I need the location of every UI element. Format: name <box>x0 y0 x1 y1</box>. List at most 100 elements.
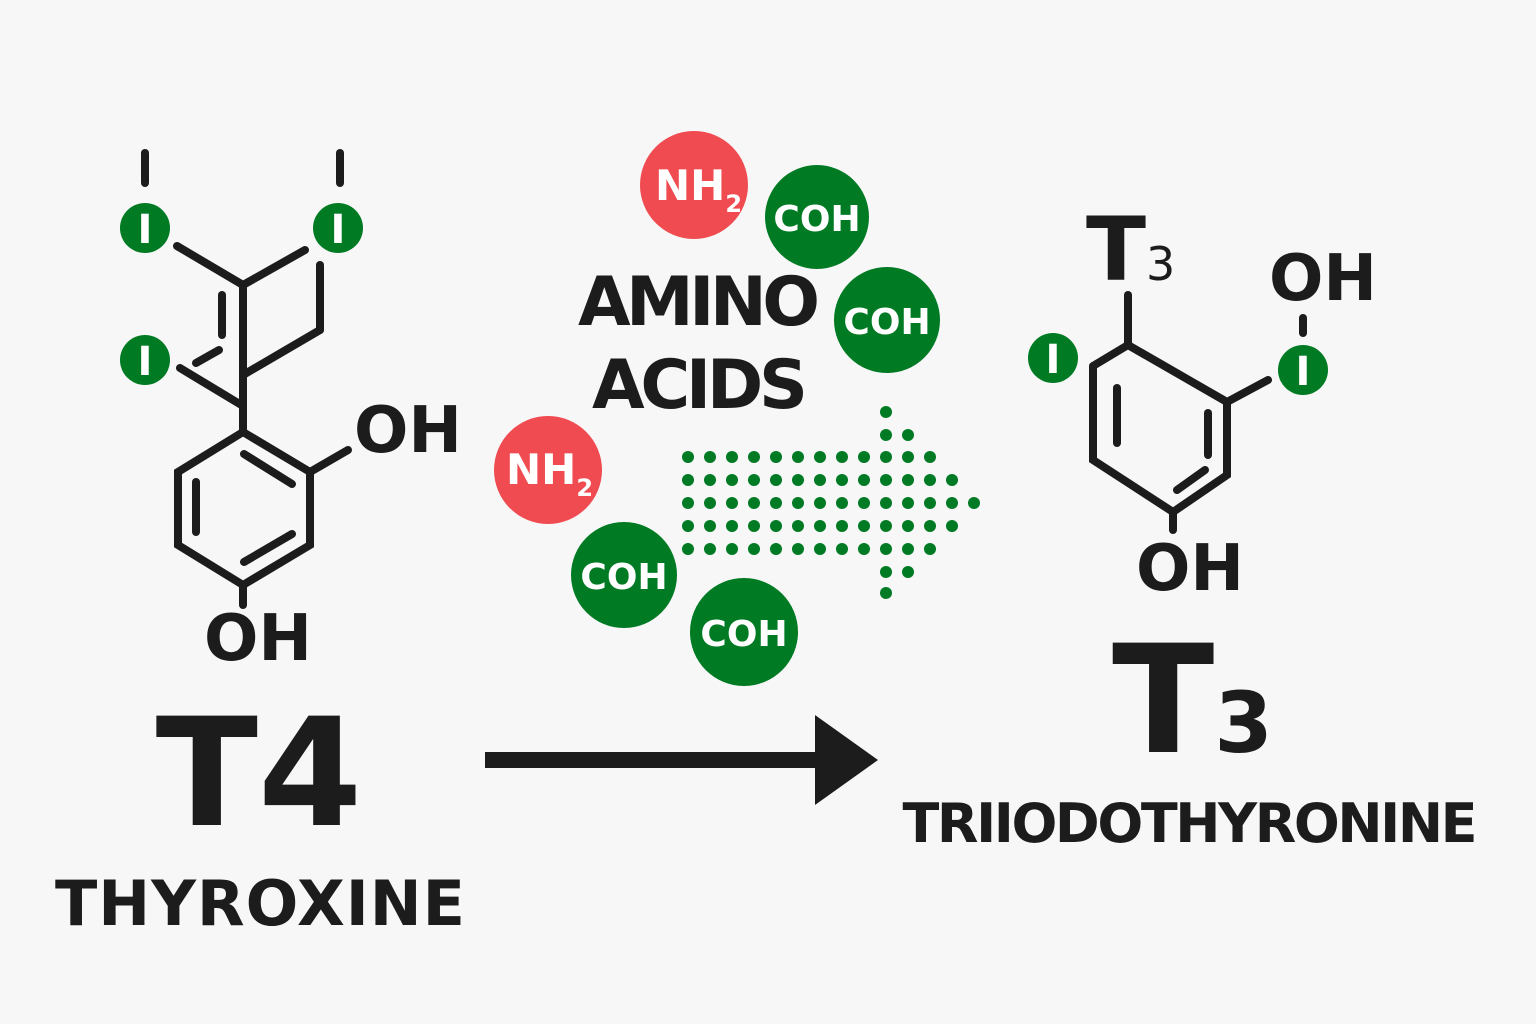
arrow-dot <box>770 497 782 509</box>
arrow-dot <box>682 474 694 486</box>
arrow-dot <box>836 543 848 555</box>
arrow-dot <box>682 543 694 555</box>
arrow-dot <box>968 497 980 509</box>
arrow-dot <box>880 406 892 418</box>
iodine-label: I <box>138 339 153 385</box>
t3-oh-top-label: OH <box>1269 242 1377 316</box>
arrow-dot <box>748 451 760 463</box>
arrow-dot <box>726 451 738 463</box>
arrow-dot <box>902 543 914 555</box>
svg-text:NH2: NH2 <box>506 445 593 502</box>
arrow-dot <box>792 520 804 532</box>
amino-acids-group: NH2 COH COH AMINO ACIDS NH2 COH COH <box>494 131 980 686</box>
t3-symbol: T3 <box>1112 614 1273 788</box>
arrow-dot <box>682 497 694 509</box>
arrow-dot <box>726 520 738 532</box>
arrow-dot <box>682 520 694 532</box>
arrow-dot <box>814 520 826 532</box>
svg-text:NH2: NH2 <box>655 161 742 218</box>
coh-label: COH <box>580 557 667 598</box>
arrow-dot <box>836 520 848 532</box>
arrow-dot <box>858 474 870 486</box>
arrow-dot <box>880 451 892 463</box>
arrow-dot <box>880 429 892 441</box>
arrow-dot <box>814 497 826 509</box>
arrow-dot <box>858 520 870 532</box>
arrow-dot <box>924 497 936 509</box>
iodine-label: I <box>138 207 153 253</box>
arrow-dot <box>682 451 694 463</box>
t3-small-symbol-letter: T <box>1086 198 1146 301</box>
arrow-dot <box>946 497 958 509</box>
arrow-dot <box>814 474 826 486</box>
arrow-dot <box>902 566 914 578</box>
t3-bonds <box>1089 291 1307 534</box>
arrow-dot <box>880 587 892 599</box>
iodine-atom: I <box>120 203 170 253</box>
arrow-dot <box>792 474 804 486</box>
arrow-dot <box>836 497 848 509</box>
nh2-bubble: NH2 <box>494 416 602 524</box>
arrow-dot <box>704 474 716 486</box>
arrow-dot <box>748 497 760 509</box>
arrow-dot <box>902 451 914 463</box>
arrow-dot <box>836 474 848 486</box>
arrow-dot <box>814 451 826 463</box>
coh-bubble: COH <box>834 267 940 373</box>
t4-oh-side-label: OH <box>354 394 462 468</box>
dotted-arrow <box>682 406 980 599</box>
t3-name: TRIIODOTHYRONINE <box>903 792 1478 855</box>
arrow-dot <box>924 520 936 532</box>
arrow-dot <box>726 474 738 486</box>
arrow-dot <box>704 543 716 555</box>
nh2-label: NH <box>655 161 725 210</box>
arrow-dot <box>902 474 914 486</box>
t4-bonds <box>141 149 352 609</box>
iodine-label: I <box>1046 337 1061 383</box>
t3-symbol-letter: T <box>1112 614 1214 788</box>
arrow-dot <box>902 520 914 532</box>
conversion-arrow <box>485 715 878 805</box>
arrow-dot <box>902 429 914 441</box>
iodine-label: I <box>331 207 346 253</box>
nh2-label: NH <box>506 445 576 494</box>
t3-small-symbol-number: 3 <box>1146 237 1175 291</box>
arrow-dot <box>880 520 892 532</box>
t4-name: THYROXINE <box>55 867 465 940</box>
arrow-dot <box>770 474 782 486</box>
iodine-atom: I <box>120 335 170 385</box>
arrow-dot <box>770 520 782 532</box>
t3-oh-bottom-label: OH <box>1136 532 1244 606</box>
arrow-dot <box>792 497 804 509</box>
t4-symbol: T4 <box>156 687 363 861</box>
arrow-dot <box>704 520 716 532</box>
arrow-dot <box>748 520 760 532</box>
nh2-bubble: NH2 <box>640 131 748 239</box>
nh2-subscript: 2 <box>725 190 742 218</box>
t3-molecule: T3 OH I I OH <box>1028 198 1377 606</box>
arrow-dot <box>704 497 716 509</box>
arrow-dot <box>924 543 936 555</box>
arrow-dot <box>858 451 870 463</box>
coh-bubble: COH <box>690 578 798 686</box>
nh2-subscript: 2 <box>576 474 593 502</box>
arrow-dot <box>748 543 760 555</box>
t4-oh-bottom-label: OH <box>204 602 312 676</box>
arrow-dot <box>792 543 804 555</box>
coh-bubble: COH <box>765 165 869 269</box>
arrow-dot <box>880 474 892 486</box>
arrow-dot <box>814 543 826 555</box>
arrow-dot <box>726 497 738 509</box>
iodine-atom: I <box>1278 345 1328 395</box>
arrow-dot <box>946 520 958 532</box>
arrow-dot <box>858 497 870 509</box>
arrow-dot <box>858 543 870 555</box>
arrow-dot <box>924 451 936 463</box>
t3-symbol-number: 3 <box>1214 674 1272 772</box>
arrow-dot <box>770 451 782 463</box>
arrow-dot <box>748 474 760 486</box>
t4-molecule: I I I OH OH <box>120 149 462 676</box>
arrow-dot <box>880 543 892 555</box>
